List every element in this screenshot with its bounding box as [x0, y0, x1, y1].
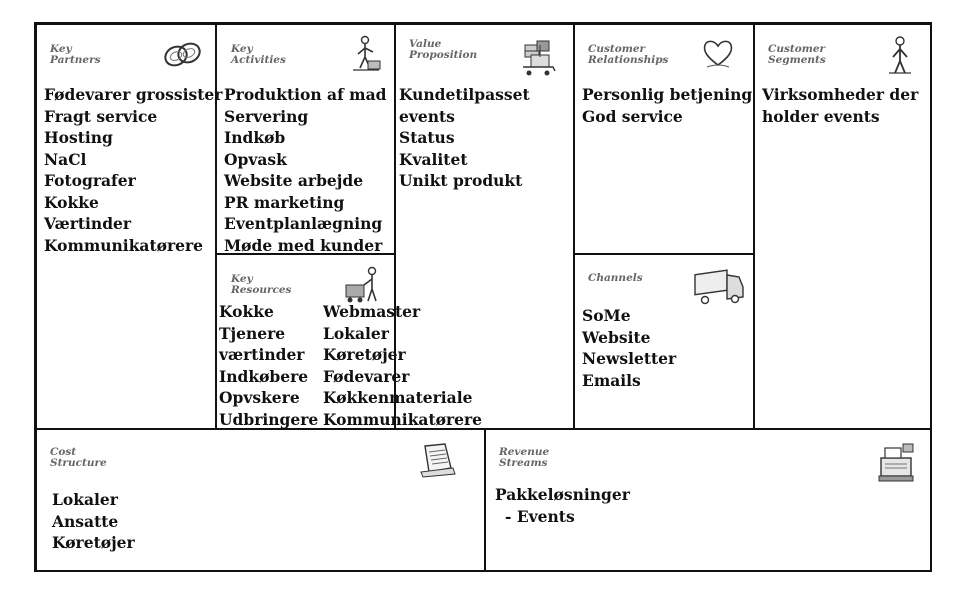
cost-structure-list: Lokaler Ansatte Køretøjer: [52, 489, 135, 554]
customer-segments-title: Customer Segments: [768, 43, 826, 66]
list-item: Virksomheder der: [762, 85, 919, 104]
list-item: Fragt service: [44, 106, 158, 126]
list-item: - Events: [505, 506, 575, 526]
gift-cart-icon: [517, 37, 559, 77]
list-item: Fødevarer grossister: [44, 85, 223, 104]
list-item: Hosting: [44, 128, 113, 147]
key-partners-list: Fødevarer grossister Fragt service Hosti…: [44, 84, 222, 256]
revenue-streams-list: Pakkeløsninger - Events: [495, 484, 630, 527]
list-item: Køretøjer: [52, 533, 135, 552]
value-proposition-list: Kundetilpasset events Status Kvalitet Un…: [399, 84, 530, 192]
value-proposition-block: Value Proposition Kundetilpasset events …: [395, 24, 574, 429]
key-activities-list: Produktion af mad Servering Indkøb Opvas…: [224, 84, 386, 256]
heart-icon: [701, 37, 735, 69]
cost-structure-block: Cost Structure Lokaler Ansatte Køretøjer: [36, 429, 485, 572]
revenue-streams-title: Revenue Streams: [499, 446, 550, 469]
list-item: PR marketing: [224, 192, 345, 212]
list-item: Møde med kunder: [224, 235, 383, 255]
list-item: Indkøbere: [219, 366, 309, 386]
list-item: holder events: [762, 106, 880, 126]
list-item: Website arbejde: [224, 171, 364, 190]
list-item: Tjenere: [219, 323, 286, 343]
list-item: SoMe: [582, 306, 631, 325]
key-resources-col2: Webmaster Lokaler Køretøjer Fødevarer Kø…: [323, 301, 482, 430]
key-activities-title: Key Activities: [231, 43, 286, 66]
list-item: værtinder: [219, 345, 305, 364]
chain-links-icon: [162, 39, 204, 71]
list-item: Kommunikatørere: [44, 235, 204, 255]
list-item: Fotografer: [44, 171, 136, 190]
list-item: Servering: [224, 106, 309, 126]
list-item: Indkøb: [224, 128, 286, 147]
list-item: NaCl: [44, 149, 87, 169]
key-partners-block: Key Partners Fødevarer grossister Fragt …: [36, 24, 222, 429]
customer-relationships-block: Customer Relationships Personlig betjeni…: [574, 24, 754, 254]
list-item: Status: [399, 128, 455, 147]
list-item: Eventplanlægning: [224, 214, 383, 233]
list-item: events: [399, 106, 455, 126]
worker-with-cart-icon: [342, 265, 382, 305]
list-item: Personlig betjening: [582, 85, 753, 104]
business-model-canvas: Key Partners Fødevarer grossister Fragt …: [34, 22, 932, 572]
value-proposition-title: Value Proposition: [409, 38, 478, 61]
list-item: Produktion af mad: [224, 85, 387, 104]
customer-segments-list: Virksomheder der holder events: [762, 84, 918, 127]
list-item: Lokaler: [52, 490, 118, 509]
customer-segments-block: Customer Segments Virksomheder der holde…: [754, 24, 932, 429]
key-activities-block: Key Activities Produktion af mad Serveri…: [216, 24, 395, 256]
list-item: God service: [582, 106, 683, 126]
list-item: Unikt produkt: [399, 171, 523, 190]
customer-relationships-list: Personlig betjening God service: [582, 84, 752, 127]
key-partners-title: Key Partners: [50, 43, 101, 66]
list-item: Kvalitet: [399, 149, 468, 169]
list-item: Website: [582, 327, 651, 347]
key-resources-col1: Kokke Tjenere værtinder Indkøbere Opvske…: [219, 301, 318, 430]
list-item: Emails: [582, 370, 641, 390]
list-item: Newsletter: [582, 349, 677, 368]
list-item: Lokaler: [323, 323, 389, 343]
revenue-streams-block: Revenue Streams Pakkeløsninger - Events: [485, 429, 932, 572]
list-item: Pakkeløsninger: [495, 485, 630, 504]
truck-icon: [693, 269, 745, 307]
list-item: Opvskere: [219, 388, 300, 407]
worker-icon: [349, 35, 381, 73]
channels-list: SoMe Website Newsletter Emails: [582, 305, 676, 391]
customer-relationships-title: Customer Relationships: [588, 43, 669, 66]
list-item: Opvask: [224, 149, 287, 169]
list-item: Køretøjer: [323, 345, 406, 364]
list-item: Ansatte: [52, 511, 119, 531]
list-item: Kommunikatørere: [323, 409, 483, 429]
list-item: Kundetilpasset: [399, 85, 530, 104]
list-item: Udbringere: [219, 409, 319, 429]
list-item: Køkkenmateriale: [323, 388, 473, 407]
list-item: Værtinder: [44, 214, 132, 233]
key-resources-block: Key Resources Kokke Tjenere værtinder In…: [216, 254, 482, 430]
person-icon: [887, 35, 913, 75]
list-item: Fødevarer: [323, 366, 410, 386]
cash-register-icon: [875, 440, 919, 484]
list-item: Kokke: [44, 192, 99, 212]
channels-block: Channels SoMe Website Newsletter Emails: [574, 254, 754, 429]
cost-structure-title: Cost Structure: [50, 446, 107, 469]
channels-title: Channels: [588, 272, 643, 284]
invoice-icon: [417, 442, 457, 478]
list-item: Kokke: [219, 302, 274, 321]
key-resources-title: Key Resources: [231, 273, 292, 296]
